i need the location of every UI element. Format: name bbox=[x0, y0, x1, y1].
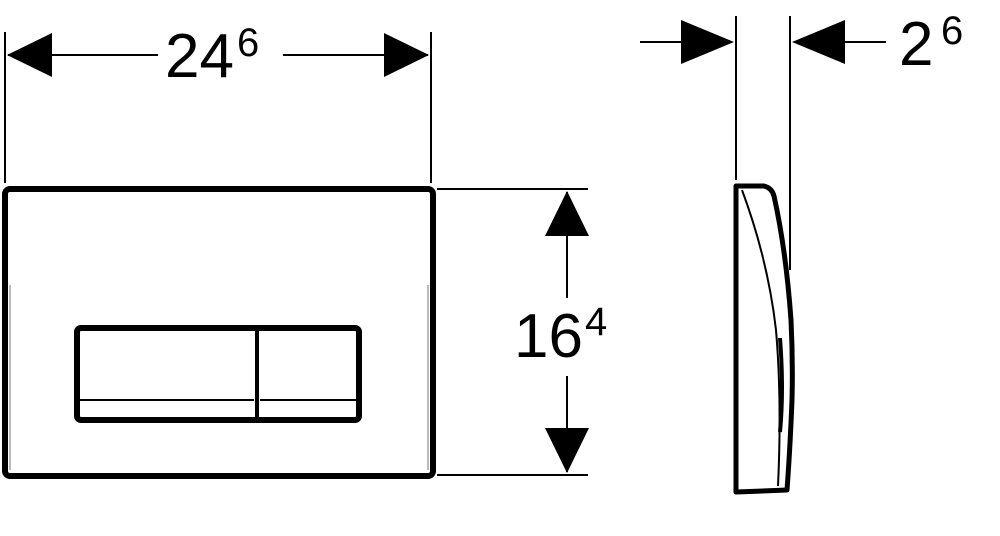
width-value: 24 bbox=[165, 22, 234, 91]
depth-arrow-left bbox=[792, 20, 845, 64]
plate-outline bbox=[2, 186, 436, 479]
side-view bbox=[733, 183, 795, 495]
height-value-superscript: 4 bbox=[585, 300, 607, 344]
dual-flush-button-frame bbox=[74, 325, 362, 423]
depth-arrow-right bbox=[681, 20, 734, 64]
depth-dimension: 2 6 bbox=[640, 9, 963, 270]
depth-value: 2 bbox=[899, 10, 933, 79]
width-value-superscript: 6 bbox=[237, 21, 259, 65]
height-arrow-down bbox=[545, 428, 589, 473]
depth-value-superscript: 6 bbox=[941, 9, 963, 53]
height-arrow-up bbox=[545, 191, 589, 236]
width-arrow-left bbox=[7, 33, 52, 77]
side-button-edge bbox=[778, 337, 784, 433]
side-profile-inner-curve bbox=[741, 189, 781, 487]
height-value: 16 bbox=[514, 302, 583, 371]
width-dimension: 24 6 bbox=[4, 21, 432, 183]
front-view bbox=[2, 186, 436, 479]
side-profile-outline bbox=[733, 183, 795, 495]
height-dimension: 16 4 bbox=[437, 188, 607, 476]
width-arrow-right bbox=[384, 33, 429, 77]
